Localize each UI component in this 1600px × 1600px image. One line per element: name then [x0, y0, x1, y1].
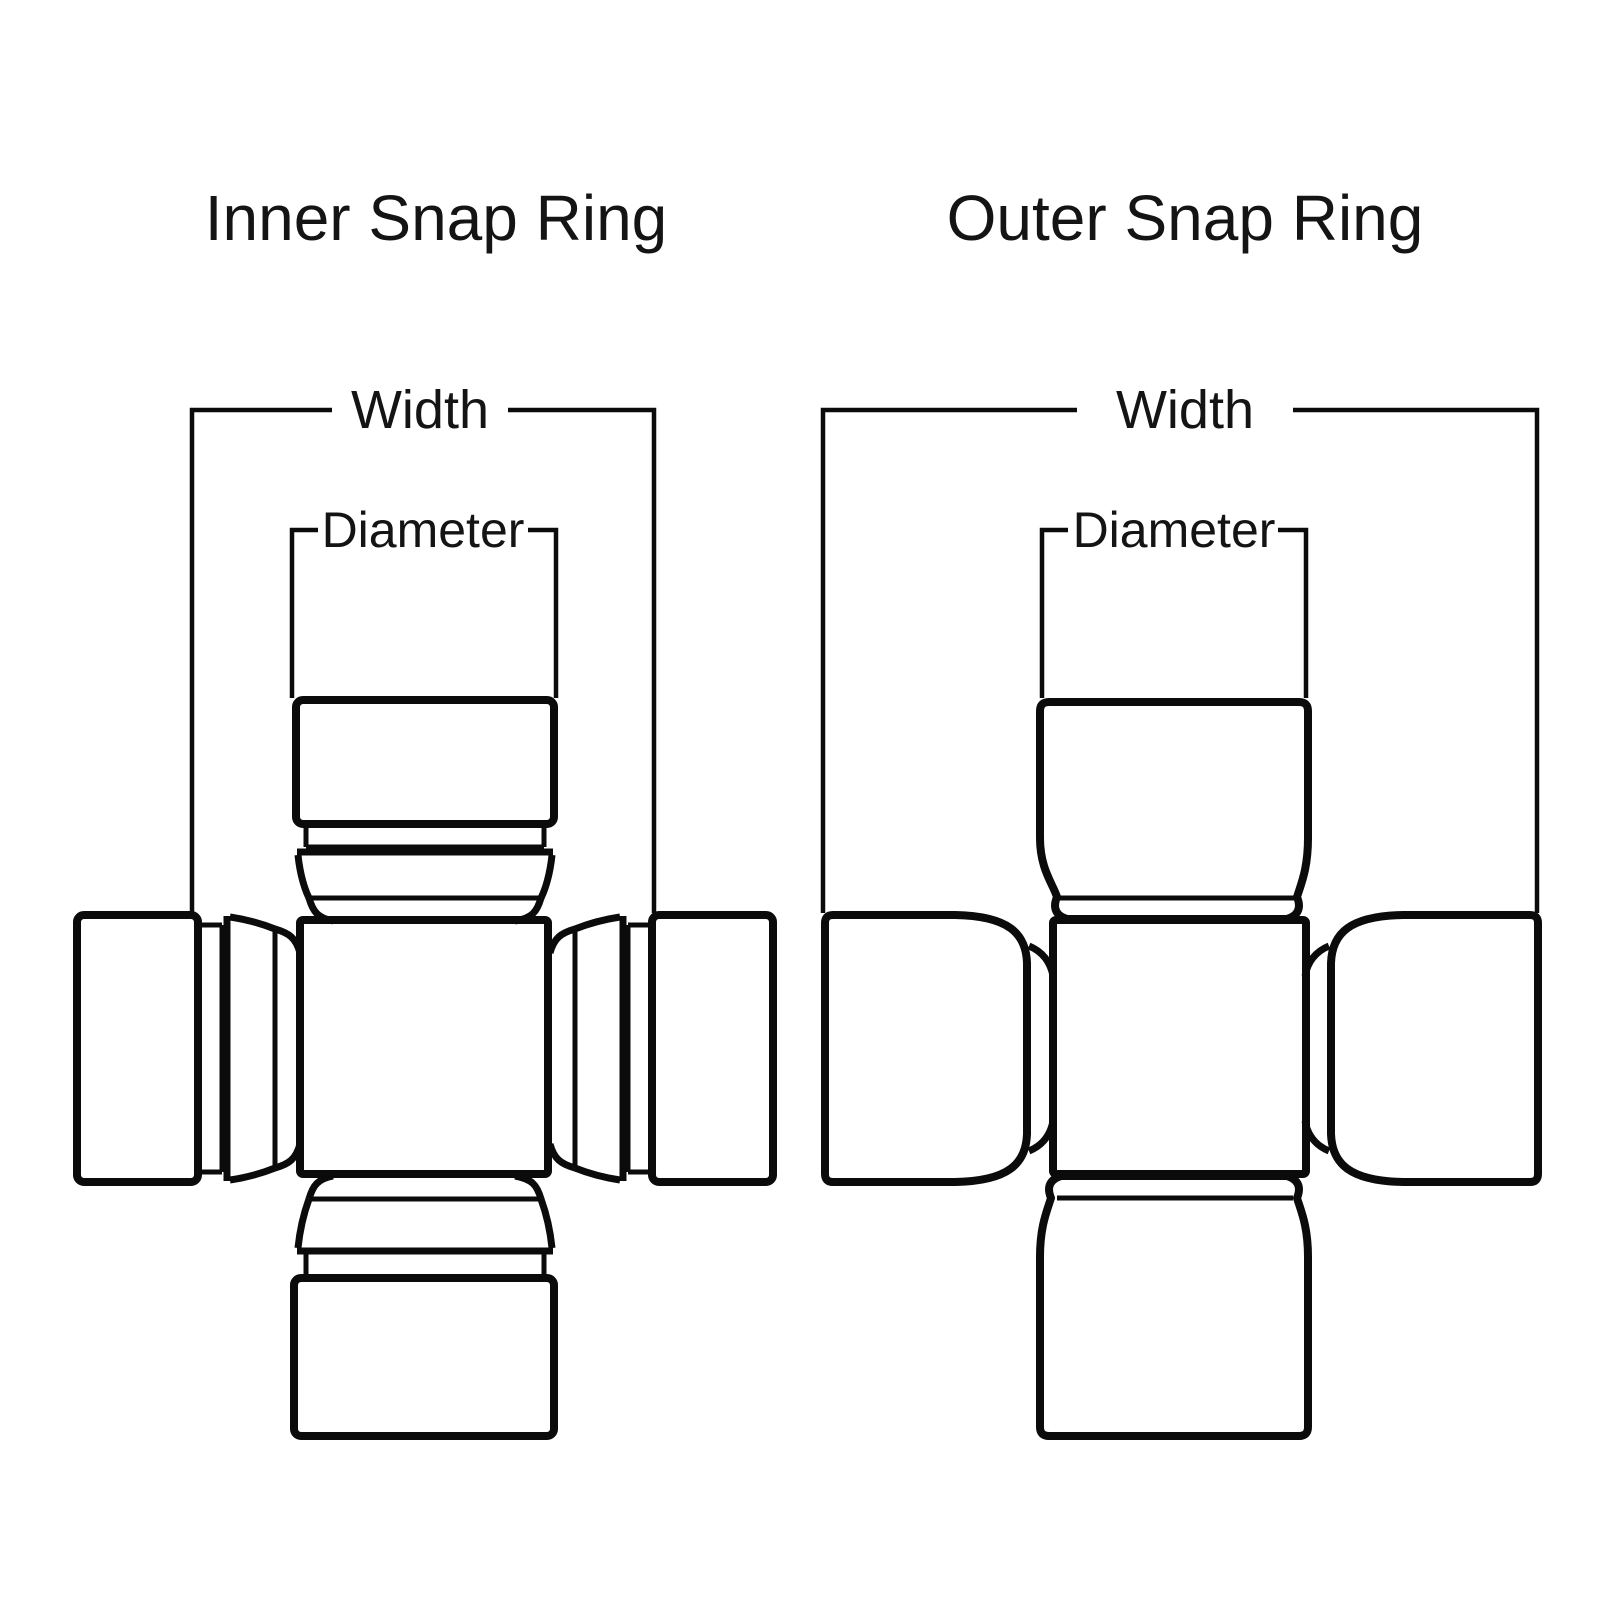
- inner-diameter-extension-right: [528, 527, 559, 698]
- outer-diameter-dimension: Diameter: [1039, 502, 1309, 698]
- outer-right-bearing-cap: [1327, 911, 1542, 1186]
- outer-left-bearing-cap: [821, 911, 1031, 1186]
- inner-left-trunnion-fillet: [273, 925, 304, 1172]
- inner-bottom-cap-assembly: [290, 1172, 558, 1440]
- outer-diameter-extension-left: [1039, 527, 1068, 698]
- outer-diagram-title: Outer Snap Ring: [947, 182, 1424, 254]
- outer-width-extension-right: [1293, 407, 1540, 913]
- inner-width-label: Width: [351, 380, 489, 440]
- inner-left-bearing-cap: [73, 911, 202, 1186]
- inner-bottom-seal-sides: [294, 1197, 556, 1249]
- outer-top-bearing-cap: [1036, 698, 1312, 923]
- inner-right-trunnion-fillet: [546, 925, 577, 1172]
- inner-left-seal-sides: [229, 913, 277, 1184]
- outer-right-trunnion-fillet: [1301, 942, 1331, 1155]
- inner-right-snap-ring-groove: [625, 922, 650, 1175]
- outer-left-cap-assembly: [821, 911, 1057, 1186]
- inner-cross-body: [296, 916, 552, 1178]
- inner-top-bearing-cap: [292, 696, 558, 828]
- inner-width-extension-left: [189, 407, 332, 913]
- outer-top-cap-assembly: [1036, 698, 1312, 923]
- inner-top-cap-assembly: [292, 696, 558, 925]
- outer-width-extension-left: [820, 407, 1077, 913]
- outer-width-label: Width: [1116, 380, 1254, 440]
- inner-diameter-extension-left: [289, 527, 318, 698]
- outer-cross-body: [1049, 916, 1310, 1178]
- inner-bottom-snap-ring-groove: [303, 1254, 547, 1277]
- outer-diameter-extension-right: [1278, 527, 1309, 698]
- inner-left-cap-assembly: [73, 911, 304, 1186]
- diagram-inner-snap-ring: Inner Snap Ring Width Diameter: [73, 182, 777, 1440]
- outer-left-trunnion-fillet: [1027, 942, 1057, 1155]
- inner-width-extension-right: [508, 407, 657, 913]
- outer-right-cap-assembly: [1301, 911, 1542, 1186]
- inner-diagram-title: Inner Snap Ring: [205, 182, 668, 254]
- diagram-outer-snap-ring: Outer Snap Ring Width Diameter: [820, 182, 1542, 1440]
- inner-left-snap-ring-groove: [200, 922, 225, 1175]
- inner-width-dimension: Width: [189, 380, 657, 913]
- inner-diameter-dimension: Diameter: [289, 502, 559, 698]
- inner-bottom-bearing-cap: [290, 1274, 558, 1440]
- outer-diameter-label: Diameter: [1073, 502, 1276, 558]
- inner-right-bearing-cap: [648, 911, 777, 1186]
- inner-top-snap-ring-groove: [303, 826, 547, 850]
- inner-diameter-label: Diameter: [322, 502, 525, 558]
- outer-width-dimension: Width: [820, 380, 1540, 913]
- inner-top-trunnion-fillet: [305, 896, 545, 925]
- inner-right-seal-sides: [573, 913, 621, 1184]
- inner-top-seal-sides: [294, 854, 556, 900]
- inner-bottom-trunnion-fillet: [305, 1172, 545, 1201]
- outer-bottom-cap-assembly: [1036, 1172, 1312, 1440]
- outer-bottom-bearing-cap: [1036, 1172, 1312, 1440]
- inner-right-cap-assembly: [546, 911, 777, 1186]
